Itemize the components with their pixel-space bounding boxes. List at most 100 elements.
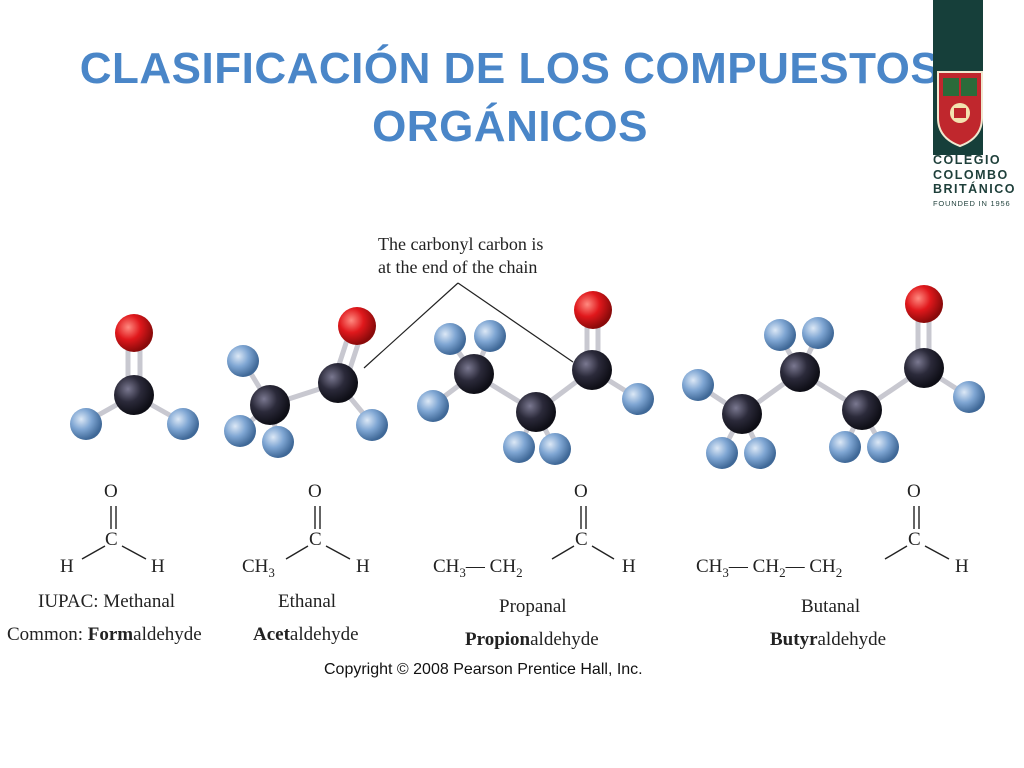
- structural-bonds: [81, 506, 950, 560]
- ch-text: CH: [242, 556, 269, 577]
- school-name: COLEGIO COLOMBO BRITÁNICO: [933, 153, 1016, 197]
- ch-text: CH: [433, 556, 460, 577]
- logo-line1: COLEGIO: [933, 153, 1002, 167]
- hydrogen-atom: [503, 431, 535, 463]
- methanal-h-right: H: [151, 556, 165, 577]
- ch-text: CH: [489, 556, 517, 577]
- butanal-model: [682, 285, 985, 469]
- hydrogen-atom: [356, 409, 388, 441]
- common-prefix: Common:: [7, 624, 88, 645]
- slide-title-line1: CLASIFICACIÓN DE LOS COMPUESTOS: [79, 44, 941, 93]
- ch-text: CH: [752, 556, 780, 577]
- propanal-model: [417, 291, 654, 465]
- methanal-h-left: H: [60, 556, 74, 577]
- propanal-o: O: [574, 481, 588, 502]
- hydrogen-atom: [227, 345, 259, 377]
- callout-line1: The carbonyl carbon is: [378, 234, 544, 254]
- carbon-atom: [722, 394, 762, 434]
- hydrogen-atom: [167, 408, 199, 440]
- subscript: 3: [722, 564, 729, 580]
- subscript: 2: [779, 564, 786, 580]
- carbon-atom: [454, 354, 494, 394]
- subscript: 3: [459, 564, 466, 580]
- callout-pointer: [363, 282, 574, 369]
- butanal-chain: CH3— CH2— CH2: [696, 556, 842, 581]
- hydrogen-atom: [474, 320, 506, 352]
- common-suffix: aldehyde: [289, 624, 359, 645]
- carbon-atom: [318, 363, 358, 403]
- school-crest-icon: [933, 0, 1024, 155]
- common-suffix: aldehyde: [133, 624, 202, 645]
- copyright-notice: Copyright © 2008 Pearson Prentice Hall, …: [324, 661, 643, 678]
- bond-dash: —: [728, 556, 748, 577]
- slide-title-line2: ORGÁNICOS: [372, 102, 648, 151]
- hydrogen-atom: [434, 323, 466, 355]
- methanal-model: [70, 314, 199, 440]
- ethanal-c: C: [309, 529, 322, 550]
- carbon-atom: [904, 348, 944, 388]
- hydrogen-atom: [744, 437, 776, 469]
- ethanal-model: [224, 307, 388, 458]
- carbon-atom: [250, 385, 290, 425]
- iupac-prefix: IUPAC:: [38, 591, 104, 612]
- carbon-atom: [780, 352, 820, 392]
- hydrogen-atom: [829, 431, 861, 463]
- propanal-iupac: Propanal: [499, 596, 567, 617]
- ethanal-o: O: [308, 481, 322, 502]
- propanal-h: H: [622, 556, 636, 577]
- school-logo: COLEGIO COLOMBO BRITÁNICO FOUNDED IN 195…: [930, 0, 1024, 215]
- oxygen-atom: [574, 291, 612, 329]
- methanal-c: C: [105, 529, 118, 550]
- carbon-atom: [114, 375, 154, 415]
- hydrogen-atom: [539, 433, 571, 465]
- ethanal-iupac: Ethanal: [278, 591, 337, 612]
- iupac-name: Methanal: [103, 591, 176, 612]
- methanal-o: O: [104, 481, 118, 502]
- hydrogen-atom: [682, 369, 714, 401]
- methanal-common: Common: Formaldehyde: [7, 624, 202, 646]
- hydrogen-atom: [70, 408, 102, 440]
- hydrogen-atom: [262, 426, 294, 458]
- ethanal-h: H: [356, 556, 370, 577]
- hydrogen-atom: [224, 415, 256, 447]
- methanal-iupac: IUPAC: Methanal: [38, 591, 175, 613]
- carbon-atom: [516, 392, 556, 432]
- logo-line3: BRITÁNICO: [933, 182, 1016, 196]
- carbon-atom: [572, 350, 612, 390]
- hydrogen-atom: [802, 317, 834, 349]
- butanal-iupac: Butanal: [801, 596, 861, 617]
- logo-founded: FOUNDED IN 1956: [933, 199, 1011, 208]
- propanal-chain: CH3— CH2: [433, 556, 523, 581]
- callout-text: The carbonyl carbon is at the end of the…: [378, 233, 543, 279]
- subscript: 2: [516, 564, 523, 580]
- common-suffix: aldehyde: [530, 629, 599, 650]
- oxygen-atom: [115, 314, 153, 352]
- carbon-atom: [842, 390, 882, 430]
- logo-line2: COLOMBO: [933, 167, 1009, 182]
- subscript: 2: [835, 564, 843, 580]
- ethanal-ch3: CH3: [242, 556, 275, 581]
- butanal-h: H: [955, 556, 969, 577]
- propanal-c: C: [575, 529, 588, 550]
- hydrogen-atom: [417, 390, 449, 422]
- ethanal-common: Acetaldehyde: [253, 624, 359, 646]
- butanal-c: C: [908, 529, 921, 550]
- molecule-models: [70, 282, 985, 560]
- ch-text: CH: [696, 556, 723, 577]
- hydrogen-atom: [706, 437, 738, 469]
- oxygen-atom: [338, 307, 376, 345]
- oxygen-atom: [905, 285, 943, 323]
- hydrogen-atom: [764, 319, 796, 351]
- common-root: Acet: [253, 624, 290, 645]
- subscript: 3: [268, 564, 275, 580]
- butanal-o: O: [907, 481, 921, 502]
- butanal-common: Butyraldehyde: [770, 629, 886, 651]
- common-root: Form: [87, 624, 134, 645]
- slide-title: CLASIFICACIÓN DE LOS COMPUESTOS ORGÁNICO…: [60, 40, 960, 156]
- bond-dash: —: [465, 556, 485, 577]
- propanal-common: Propionaldehyde: [465, 629, 599, 651]
- hydrogen-atom: [867, 431, 899, 463]
- common-suffix: aldehyde: [817, 629, 887, 650]
- common-root: Propion: [465, 629, 531, 650]
- callout-line2: at the end of the chain: [378, 257, 538, 277]
